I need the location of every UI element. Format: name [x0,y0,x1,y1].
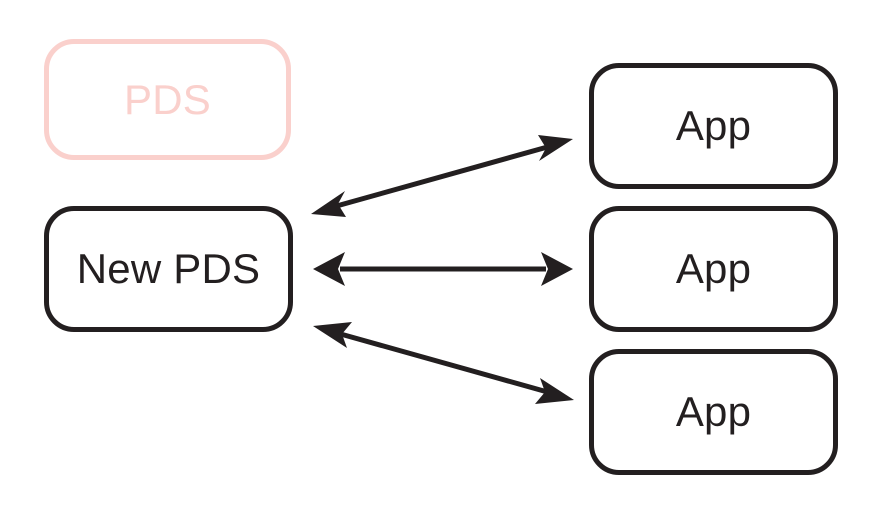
node-pds-label: PDS [124,75,211,123]
edge-new-pds-to-app-3-arrowhead-right [535,378,574,404]
edge-new-pds-to-app-1-shaft [332,143,552,210]
edge-new-pds-to-app-1-arrowhead-right [538,135,573,161]
node-pds[interactable]: PDS [44,39,291,160]
node-app-1[interactable]: App [589,63,838,189]
node-new-pds[interactable]: New PDS [44,206,293,332]
edge-new-pds-to-app-2-arrowhead-left [313,252,345,286]
node-app-1-label: App [675,102,752,149]
node-app-3-label: App [675,388,752,435]
node-app-2[interactable]: App [589,206,838,332]
edge-new-pds-to-app-1 [311,135,573,217]
edge-new-pds-to-app-2-arrowhead-right [541,252,573,286]
edge-new-pds-to-app-3-arrowhead-left [313,322,352,348]
edge-new-pds-to-app-3-shaft [336,330,552,396]
node-app-2-label: App [675,245,752,292]
edge-new-pds-to-app-3 [313,322,574,404]
edge-new-pds-to-app-1-arrowhead-left [311,191,346,217]
node-app-3[interactable]: App [589,349,838,475]
node-new-pds-label: New PDS [76,245,261,292]
edge-new-pds-to-app-2 [313,252,573,286]
